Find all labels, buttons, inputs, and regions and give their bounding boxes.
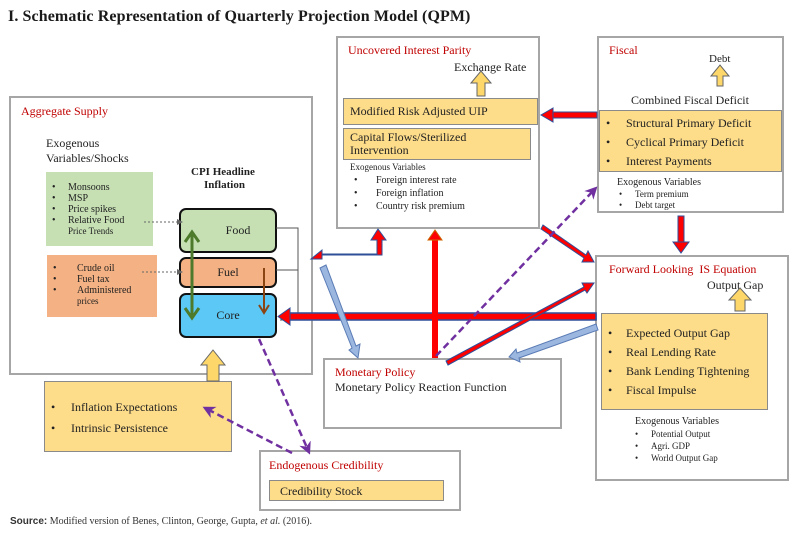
aggregate-supply-panel: Aggregate Supply Exogenous Variables/Sho… bbox=[9, 96, 313, 375]
policy-to-fiscal-dashed-arrow bbox=[435, 186, 598, 357]
uip-modified-label: Modified Risk Adjusted UIP bbox=[350, 104, 488, 118]
is-item: Expected Output Gap bbox=[602, 324, 767, 343]
fuel-shock-item: Fuel tax bbox=[47, 274, 157, 285]
uip-to-is-arrow bbox=[540, 224, 595, 263]
uip-exog-item: Foreign inflation bbox=[348, 187, 465, 200]
credibility-stock-label: Credibility Stock bbox=[280, 484, 363, 498]
fiscal-items-box: Structural Primary Deficit Cyclical Prim… bbox=[599, 110, 782, 172]
uip-output-label: Exchange Rate bbox=[454, 60, 527, 74]
diagram-title: I. Schematic Representation of Quarterly… bbox=[8, 8, 471, 25]
fuel-core-arrow bbox=[258, 268, 270, 315]
fiscal-exog-heading: Exogenous Variables bbox=[617, 177, 701, 188]
cpi-title-2: Inflation bbox=[204, 179, 245, 191]
monetary-policy-heading: Monetary Policy bbox=[335, 365, 416, 379]
uip-capital-label-1: Capital Flows/Sterilized bbox=[350, 130, 467, 144]
fiscal-output-label: Debt bbox=[709, 53, 731, 65]
uip-capital-box: Capital Flows/Sterilized Intervention bbox=[343, 128, 531, 160]
food-shocks-box: Monsoons MSP Price spikes Relative Food … bbox=[46, 172, 153, 246]
is-items-box: Expected Output Gap Real Lending Rate Ba… bbox=[601, 313, 768, 410]
fiscal-panel: Fiscal Debt Combined Fiscal Deficit Stru… bbox=[597, 36, 784, 213]
is-exog-item: Agri. GDP bbox=[629, 440, 718, 452]
uip-capital-label-2: Intervention bbox=[350, 143, 409, 157]
source-year: (2016). bbox=[280, 516, 313, 527]
source-label: Source: bbox=[10, 516, 48, 527]
expectations-item: Intrinsic Persistence bbox=[45, 421, 231, 436]
uip-modified-box: Modified Risk Adjusted UIP bbox=[343, 98, 538, 125]
monetary-policy-text: Monetary Policy Reaction Function bbox=[335, 380, 507, 394]
exog-shocks-label-2: Variables/Shocks bbox=[46, 151, 129, 165]
fiscal-exog-item: Term premium bbox=[613, 189, 689, 200]
source-text: Modified version of Benes, Clinton, Geor… bbox=[49, 516, 261, 527]
fiscal-item: Cyclical Primary Deficit bbox=[600, 133, 781, 152]
expectations-item: Inflation Expectations bbox=[45, 400, 231, 415]
supply-to-policy-arrow bbox=[319, 264, 361, 359]
credibility-to-expectations-dashed-arrow bbox=[202, 406, 293, 455]
is-heading: Forward Looking IS Equation bbox=[609, 262, 757, 276]
is-item: Fiscal Impulse bbox=[602, 381, 767, 400]
is-exog-heading: Exogenous Variables bbox=[635, 416, 719, 427]
cpi-food-label: Food bbox=[225, 223, 251, 237]
is-exog-item: Potential Output bbox=[629, 428, 718, 440]
debt-up-arrow bbox=[709, 64, 731, 87]
source-etal: et al. bbox=[260, 516, 281, 527]
output-gap-up-arrow bbox=[727, 287, 753, 312]
credibility-panel: Endogenous Credibility Credibility Stock bbox=[259, 450, 461, 511]
fiscal-to-is-arrow bbox=[672, 215, 690, 254]
cpi-title-1: CPI Headline bbox=[191, 166, 255, 178]
is-to-core-arrow bbox=[277, 307, 597, 326]
uip-exog-item: Foreign interest rate bbox=[348, 174, 465, 187]
monetary-policy-panel: Monetary Policy Monetary Policy Reaction… bbox=[323, 358, 562, 429]
food-shock-item: Price spikes bbox=[46, 204, 153, 215]
fiscal-item: Structural Primary Deficit bbox=[600, 114, 781, 133]
exog-shocks-label-1: Exogenous bbox=[46, 136, 100, 150]
uip-exog-item: Country risk premium bbox=[348, 200, 465, 213]
fiscal-heading: Fiscal bbox=[609, 43, 638, 57]
food-shock-item: Relative Food bbox=[46, 215, 153, 226]
fuel-shock-item: Administered bbox=[47, 285, 157, 296]
fiscal-item: Interest Payments bbox=[600, 152, 781, 171]
fiscal-exog-item: Debt target bbox=[613, 200, 689, 211]
policy-to-uip-arrow bbox=[427, 229, 443, 358]
fiscal-subheading: Combined Fiscal Deficit bbox=[631, 93, 749, 107]
uip-heading: Uncovered Interest Parity bbox=[348, 43, 472, 57]
is-exog-item: World Output Gap bbox=[629, 452, 718, 464]
food-shock-item-tail: Price Trends bbox=[68, 226, 114, 236]
food-core-double-arrow bbox=[183, 229, 201, 321]
cpi-connector-lines bbox=[276, 227, 299, 321]
cpi-food-box: Food bbox=[179, 208, 277, 253]
fiscal-to-uip-arrow bbox=[540, 107, 598, 123]
is-output-label: Output Gap bbox=[707, 278, 764, 292]
is-item: Real Lending Rate bbox=[602, 343, 767, 362]
expectations-box: Inflation Expectations Intrinsic Persist… bbox=[44, 381, 232, 452]
food-shock-item: Monsoons bbox=[46, 182, 153, 193]
credibility-stock-box: Credibility Stock bbox=[269, 480, 444, 501]
uip-panel: Uncovered Interest Parity Exchange Rate … bbox=[336, 36, 540, 229]
credibility-heading: Endogenous Credibility bbox=[269, 458, 384, 472]
aggregate-supply-heading: Aggregate Supply bbox=[21, 104, 108, 118]
cpi-core-label: Core bbox=[216, 308, 240, 322]
is-equation-panel: Forward Looking IS Equation Output Gap E… bbox=[595, 255, 789, 481]
exchange-rate-up-arrow bbox=[469, 70, 493, 97]
cpi-fuel-box: Fuel bbox=[179, 257, 277, 288]
uip-to-supply-arrow bbox=[309, 228, 387, 260]
is-to-policy-arrow bbox=[508, 323, 599, 363]
food-shock-item: MSP bbox=[46, 193, 153, 204]
core-to-credibility-dashed-arrow bbox=[257, 338, 311, 455]
fuel-shock-item-tail: prices bbox=[77, 296, 99, 306]
cpi-fuel-label: Fuel bbox=[217, 265, 239, 279]
expectations-to-core-arrow bbox=[199, 349, 227, 382]
fuel-shocks-box: Crude oil Fuel tax Administered prices bbox=[47, 255, 157, 317]
fuel-shock-item: Crude oil bbox=[47, 263, 157, 274]
uip-exog-heading: Exogenous Variables bbox=[350, 162, 426, 172]
is-item: Bank Lending Tightening bbox=[602, 362, 767, 381]
policy-to-is-arrow bbox=[445, 282, 595, 366]
source-note: Source: Modified version of Benes, Clint… bbox=[10, 516, 312, 527]
